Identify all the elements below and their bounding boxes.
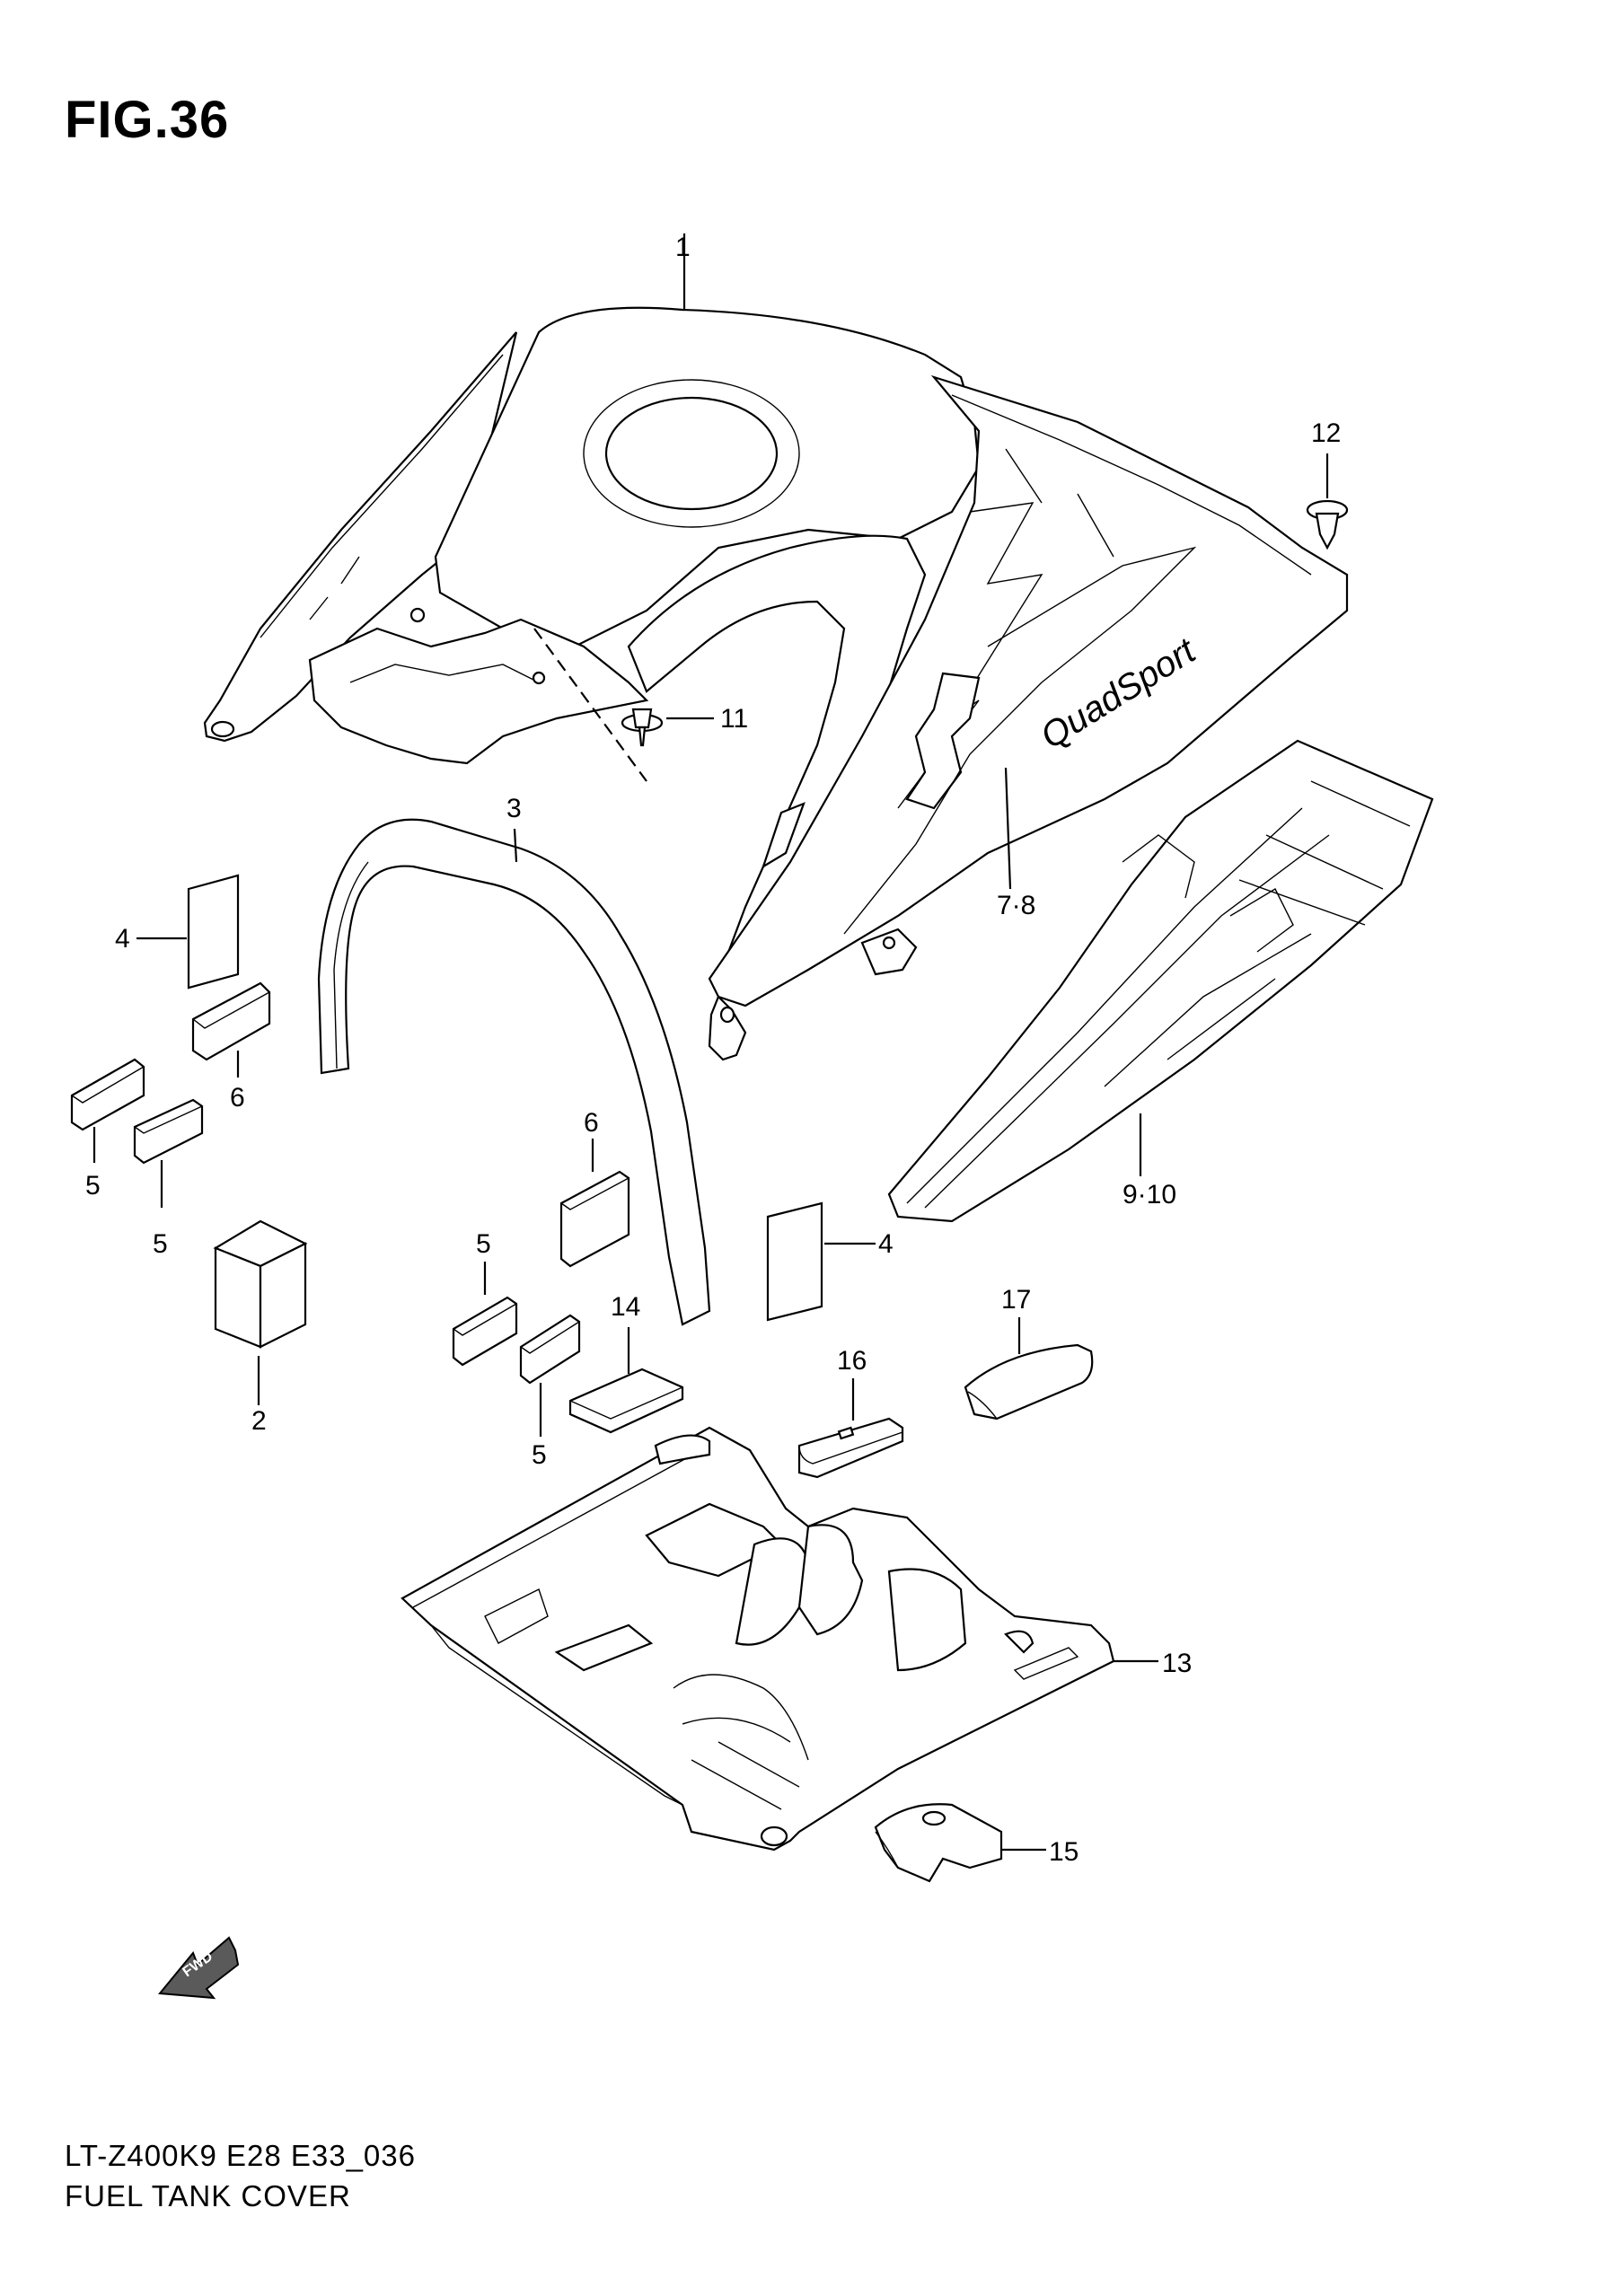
diagram-caption: FUEL TANK COVER xyxy=(65,2179,351,2212)
callout-1: 1 xyxy=(675,233,691,262)
part-9-10-side-decal xyxy=(887,739,1434,1223)
part-14-sheet xyxy=(568,1327,684,1434)
pad-4-center xyxy=(766,1201,876,1322)
callout-12: 12 xyxy=(1311,418,1341,448)
callout-3: 3 xyxy=(506,794,522,823)
callout-6-center: 6 xyxy=(584,1108,599,1138)
pad-4-left xyxy=(136,874,240,990)
part-1-fuel-tank-cover: QuadSport xyxy=(203,233,1349,1061)
part-16-clip-plate xyxy=(797,1378,904,1479)
callout-14: 14 xyxy=(611,1292,640,1322)
callout-15: 15 xyxy=(1049,1837,1079,1867)
callout-4-left: 4 xyxy=(115,924,130,954)
pad-5-center-a xyxy=(452,1262,518,1367)
part-13-under-tray xyxy=(401,1426,1158,1852)
part-17-cover-strip xyxy=(964,1317,1094,1421)
pad-6-center xyxy=(559,1139,630,1268)
callout-4-center: 4 xyxy=(878,1229,894,1259)
figure-title: FIG.36 xyxy=(65,91,230,149)
part-2-box xyxy=(213,1219,308,1405)
callout-11: 11 xyxy=(720,704,748,734)
pad-5-left-a xyxy=(70,1058,145,1163)
part-12-push-rivet xyxy=(1306,453,1349,550)
part-11-clip xyxy=(533,628,714,782)
callout-6-left: 6 xyxy=(230,1083,245,1113)
callout-7-8: 7·8 xyxy=(997,891,1035,920)
callout-5-left-b: 5 xyxy=(153,1229,168,1259)
pad-6-left xyxy=(191,981,271,1078)
callout-5-left-a: 5 xyxy=(85,1171,101,1201)
part-15-clamp xyxy=(874,1803,1046,1883)
callout-5-center-b: 5 xyxy=(532,1440,547,1470)
fwd-direction-arrow-icon: FWD xyxy=(158,1936,240,2000)
model-code: LT-Z400K9 E28 E33_036 xyxy=(65,2139,416,2172)
pad-5-center-b xyxy=(519,1314,581,1437)
leader-7-8 xyxy=(1004,767,1012,890)
pad-5-left-b xyxy=(133,1098,204,1208)
callout-17: 17 xyxy=(1001,1285,1031,1315)
callout-13: 13 xyxy=(1162,1649,1192,1678)
callout-5-center-a: 5 xyxy=(476,1229,491,1259)
callout-16: 16 xyxy=(837,1346,867,1376)
callout-9-10: 9·10 xyxy=(1123,1180,1176,1210)
callout-2: 2 xyxy=(251,1406,267,1436)
part-3-seal-strip xyxy=(317,818,711,1326)
